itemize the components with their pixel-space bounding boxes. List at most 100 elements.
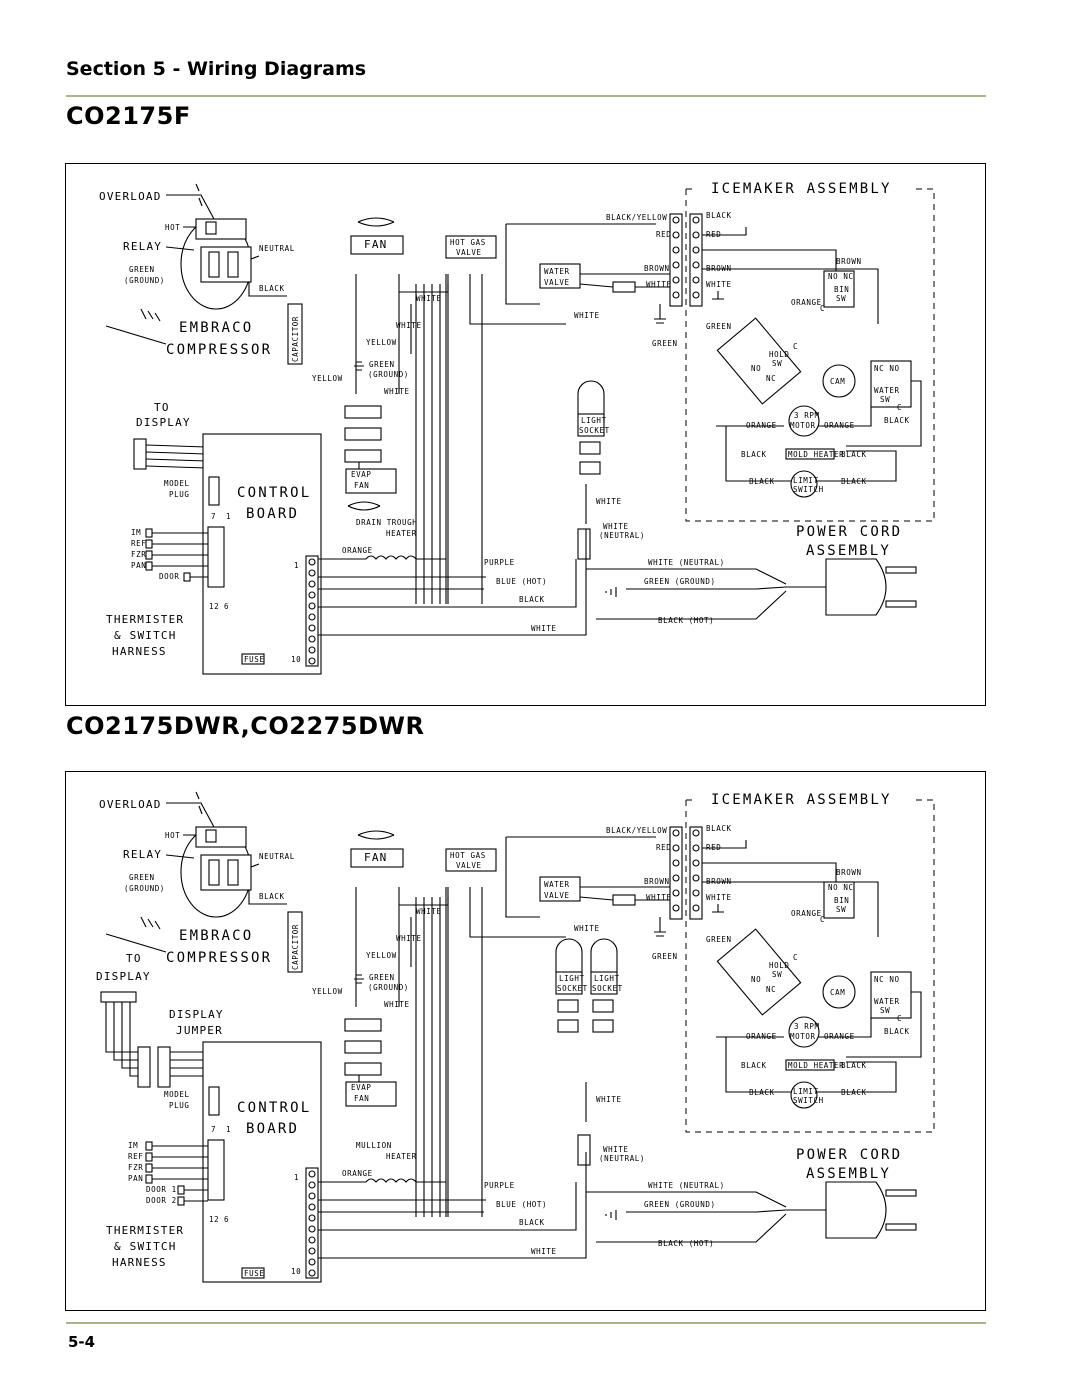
label-black-comp: BLACK: [259, 892, 285, 901]
label-im: IM: [131, 528, 141, 537]
label-hold: HOLD: [769, 350, 789, 359]
neutral-wire: [586, 1191, 787, 1208]
valve-wire: [505, 224, 540, 305]
display-connector: [133, 438, 147, 470]
thermister-plug: [145, 528, 153, 538]
icemaker-wire: [725, 1037, 791, 1093]
label-relay: RELAY: [123, 240, 162, 253]
main-terminal: [308, 1203, 316, 1211]
condenser-fan-blade: [357, 830, 395, 840]
ground-symbol-4: [712, 291, 724, 300]
label-white-9: WHITE: [603, 522, 629, 531]
label-yellow-1: YELLOW: [366, 951, 397, 960]
label-c-2: C: [793, 342, 798, 351]
label-water-sw-2: SW: [880, 1006, 890, 1015]
jumper-mid: [157, 1046, 171, 1088]
label-socket-0: SOCKET: [579, 426, 610, 435]
main-terminal: [308, 1258, 316, 1266]
label-black-5: BLACK: [841, 1061, 867, 1070]
terminal-right: [692, 859, 700, 867]
label-neutral-small: (NEUTRAL): [599, 1154, 645, 1163]
main-terminal: [308, 1214, 316, 1222]
overload-leader: [166, 802, 215, 828]
label-no: NO: [751, 975, 761, 984]
brown-wire-2: [702, 268, 879, 324]
label-orange-4: ORANGE: [342, 1169, 373, 1178]
main-terminal: [308, 624, 316, 632]
water-switch: [870, 360, 912, 408]
label-water-sw: WATER: [874, 997, 900, 1006]
terminal-left: [672, 291, 680, 299]
label-nc: NC: [766, 985, 776, 994]
label-black-4: BLACK: [741, 1061, 767, 1070]
label-no-nc: NO NC: [828, 883, 854, 892]
plug-prong-1: [885, 566, 917, 574]
water-valve-box: [539, 263, 581, 289]
terminal-right: [692, 889, 700, 897]
model-plug: [208, 1086, 220, 1116]
thermister-plug: [177, 1196, 185, 1206]
label-white-7: WHITE: [596, 497, 622, 506]
control-board: [202, 1041, 322, 1283]
label-white-6: WHITE: [706, 280, 732, 289]
label-brown-3: BROWN: [836, 257, 862, 266]
hold-switch: [716, 317, 802, 405]
label-assembly: ASSEMBLY: [806, 1166, 891, 1182]
ground-symbol-3: [654, 917, 666, 937]
label-ground: (GROUND): [124, 884, 165, 893]
thermister-plug: [145, 1163, 153, 1173]
label-overload: OVERLOAD: [99, 798, 162, 811]
fan-connector: [344, 1018, 382, 1032]
overload-box: [195, 826, 247, 848]
label-hot: HOT: [165, 223, 180, 232]
label-motor: MOTOR: [790, 421, 816, 430]
black-wire: [318, 559, 577, 608]
label-water-sw-2: SW: [880, 395, 890, 404]
label-im: IM: [128, 1141, 138, 1150]
compressor-leader: [105, 325, 167, 345]
label-white-7: WHITE: [596, 1095, 622, 1104]
terminal-strip-left: [669, 826, 683, 920]
thermister-plug: [145, 1174, 153, 1184]
plug-prong-2: [885, 1223, 917, 1231]
label-black-3: BLACK: [884, 1027, 910, 1036]
label-7: 7: [211, 1125, 216, 1134]
label-model: MODEL: [164, 1090, 190, 1099]
valve-to-plug-wire: [579, 283, 614, 288]
ground-symbol-5: [605, 587, 617, 597]
label-green-3: GREEN: [652, 339, 678, 348]
motor: [788, 1016, 820, 1048]
label-black-8: BLACK: [519, 1218, 545, 1227]
label-display: DISPLAY: [136, 416, 191, 429]
label-yellow-1: YELLOW: [366, 338, 397, 347]
water-valve-box: [539, 876, 581, 902]
label-yellow-2: YELLOW: [312, 987, 343, 996]
red-wire: [702, 840, 747, 849]
label-1: 1: [226, 512, 231, 521]
evap-fan-blade: [347, 501, 381, 511]
icemaker-wire: [816, 450, 897, 482]
overload-box: [195, 218, 247, 240]
harness-connector: [207, 526, 225, 588]
display-wire: [105, 1002, 138, 1053]
compressor-black-wire: [248, 890, 287, 905]
label-display-jumper-1: DISPLAY: [169, 1008, 224, 1021]
main-terminal: [308, 1170, 316, 1178]
label-orange-1: ORANGE: [791, 909, 822, 918]
label-neutral: NEUTRAL: [259, 244, 295, 253]
hot-gas-valve-box: [445, 235, 497, 259]
label-light-0: LIGHT: [581, 416, 607, 425]
water-switch: [870, 971, 912, 1019]
terminal-left: [672, 246, 680, 254]
main-terminal: [308, 602, 316, 610]
footer-rule: [66, 1322, 986, 1324]
label-12: 12: [209, 1215, 219, 1224]
label-door: DOOR: [159, 572, 179, 581]
label-c-3: C: [897, 1014, 902, 1023]
label-bin-sw: SW: [836, 905, 846, 914]
label-fan: FAN: [364, 851, 387, 864]
label-water-sw: WATER: [874, 386, 900, 395]
label-embraco: EMBRACO: [179, 320, 253, 336]
main-terminal: [308, 657, 316, 665]
